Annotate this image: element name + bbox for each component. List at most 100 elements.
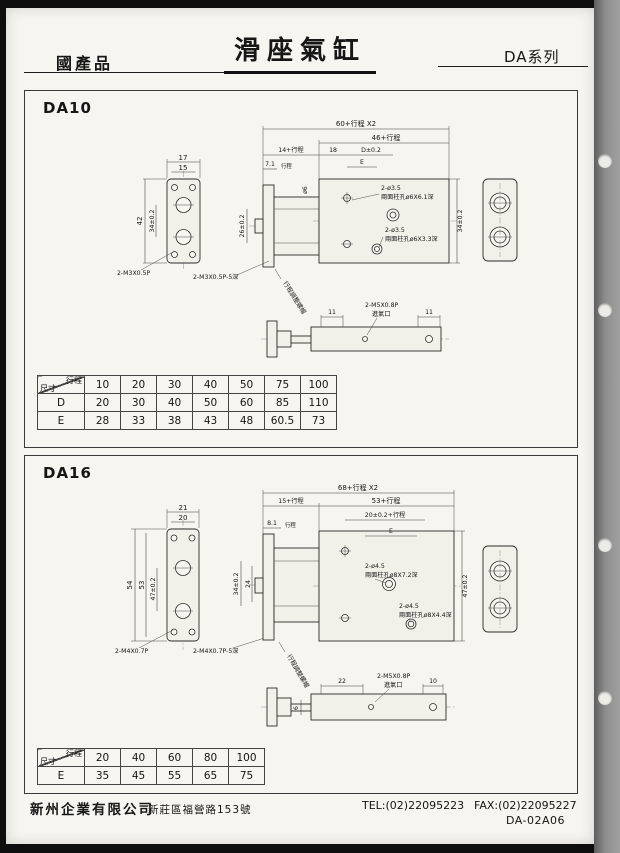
scan-edge-strip (594, 0, 620, 853)
table-header-cell: 20 (84, 748, 121, 767)
thread-depth-callout: 2-M4X0.7P-5深 (193, 647, 238, 655)
dimension-label: 34±0.2 (149, 209, 156, 232)
fax-number: FAX:(02)22095227 (474, 799, 577, 812)
dimension-label: 14+行程 (278, 146, 303, 154)
da10-dimension-table: 行程 尺寸 10 20 30 40 50 75 100 D 20 30 40 5… (37, 375, 337, 430)
dimension-label: 11 (425, 309, 433, 316)
product-origin-label: 國產品 (56, 54, 114, 73)
hole-callout: 兩面柱孔ø6X6.1深 (381, 193, 434, 201)
corner-size-label: 尺寸 (40, 757, 56, 766)
section-da10: DA10 17 15 (24, 90, 578, 448)
table-cell: 33 (120, 411, 157, 430)
dimension-label: 47±0.2 (150, 577, 157, 600)
dimension-label: 20±0.2+行程 (365, 511, 405, 519)
table-header-cell: 10 (84, 375, 121, 394)
punch-hole (598, 154, 612, 168)
rod-diameter-label: ø6 (302, 186, 309, 194)
dimension-label: 11 (328, 309, 336, 316)
table-cell: 65 (192, 766, 229, 785)
hole-callout: 2-ø3.5 (385, 227, 405, 234)
table-corner-cell: 行程 尺寸 (37, 748, 85, 767)
section-da16: DA16 21 20 (24, 455, 578, 794)
series-label: DA系列 (504, 48, 560, 66)
dimension-label: D±0.2 (361, 147, 381, 154)
table-header-cell: 20 (120, 375, 157, 394)
da16-front-view (166, 520, 200, 650)
dimension-label: 53+行程 (372, 496, 401, 505)
dimension-label: 34±0.2 (233, 572, 240, 595)
company-name: 新州企業有限公司 (30, 802, 154, 818)
dimension-label: 10 (429, 678, 437, 685)
air-port-callout: 2-M5X0.8P (377, 673, 411, 680)
hole-callout: 兩面柱孔ø8X4.4深 (399, 611, 452, 619)
table-header-row: 行程 尺寸 20 40 60 80 100 (37, 748, 265, 767)
table-header-cell: 100 (228, 748, 265, 767)
table-row: D 20 30 40 50 60 85 110 (37, 393, 337, 412)
catalog-page: 國產品 滑座氣缸 DA系列 DA10 (6, 8, 594, 844)
stroke-note-label: 行程 (281, 162, 292, 170)
table-header-cell: 30 (156, 375, 193, 394)
dimension-label: 68+行程 X2 (338, 483, 378, 492)
da10-side-view: 26±0.2 2-M3X0.5P-5深 行程調整螺帽 ø6 (193, 184, 325, 316)
table-cell: 60 (228, 393, 265, 412)
da16-side-view: 34±0.2 24 行程調整螺帽 (233, 533, 325, 689)
corner-stroke-label: 行程 (66, 376, 82, 385)
dimension-label: 7.1 (265, 161, 275, 168)
row-label-cell: E (37, 411, 85, 430)
stroke-adjuster-callout: 行程調整螺帽 (281, 280, 307, 316)
dimension-label: 18 (329, 147, 337, 154)
dimension-label: 53 (138, 581, 146, 590)
table-cell: 110 (300, 393, 337, 412)
air-port-callout: 2-M5X0.8P (365, 302, 399, 309)
table-header-cell: 75 (264, 375, 301, 394)
punch-hole (598, 691, 612, 705)
table-cell: 20 (84, 393, 121, 412)
table-corner-cell: 行程 尺寸 (37, 375, 85, 394)
dimension-label: 15 (179, 164, 188, 172)
table-cell: 85 (264, 393, 301, 412)
hole-callout: 2-ø3.5 (381, 185, 401, 192)
dimension-label: 17 (179, 154, 188, 162)
table-cell: 35 (84, 766, 121, 785)
dimension-label: E (360, 159, 364, 166)
document-code: DA-02A06 (506, 814, 566, 827)
dimension-label: 8.1 (267, 520, 277, 527)
da16-top-view: 2-ø4.5 兩面柱孔ø8X7.2深 2-ø4.5 兩面柱孔ø8X4.4深 (313, 530, 461, 642)
da16-section-title: DA16 (43, 464, 92, 482)
table-header-cell: 50 (228, 375, 265, 394)
table-row: E 28 33 38 43 48 60.5 73 (37, 411, 337, 430)
dimension-label: 6 (293, 706, 300, 710)
table-row: E 35 45 55 65 75 (37, 766, 265, 785)
da10-bottom-view: 11 11 2-M5X0.8P 進氣口 (261, 302, 449, 358)
da10-front-dimensions: 17 15 42 34±0.2 2-M3X0.5P (117, 154, 201, 277)
left-underline (24, 72, 232, 73)
da16-drawing: 21 20 54 53 47±0.2 2-M4X0.7P 2-M4X0.7P-5… (115, 483, 518, 727)
corner-stroke-label: 行程 (66, 749, 82, 758)
page-title: 滑座氣缸 (223, 30, 377, 74)
dimension-label: 26±0.2 (239, 214, 246, 237)
stroke-adjuster-callout: 行程調整螺帽 (285, 653, 310, 689)
da16-top-dimensions: 68+行程 X2 53+行程 15+行程 20±0.2+行程 8.1 行程 E … (262, 483, 469, 642)
dimension-label: 47±0.2 (462, 574, 469, 597)
da10-end-view (482, 178, 518, 262)
dimension-label: 24 (245, 580, 252, 588)
table-cell: 40 (156, 393, 193, 412)
stroke-note-label: 行程 (285, 521, 296, 529)
da10-drawing: 17 15 42 34±0.2 2-M3X0.5P (117, 119, 518, 358)
row-label-cell: E (37, 766, 85, 785)
punch-hole (598, 538, 612, 552)
thread-depth-callout: 2-M3X0.5P-5深 (193, 273, 238, 281)
table-cell: 28 (84, 411, 121, 430)
corner-size-label: 尺寸 (40, 384, 56, 393)
air-port-callout: 進氣口 (372, 310, 391, 318)
da10-top-view: 2-ø3.5 兩面柱孔ø6X6.1深 2-ø3.5 兩面柱孔ø6X3.3深 (313, 178, 457, 264)
hole-callout: 2-ø4.5 (365, 563, 385, 570)
da16-end-view (482, 545, 518, 633)
dimension-label: 42 (136, 217, 144, 226)
dimension-label: 54 (126, 580, 134, 589)
table-header-cell: 40 (120, 748, 157, 767)
table-cell: 48 (228, 411, 265, 430)
phone-number: TEL:(02)22095223 (362, 799, 465, 812)
company-address: 新莊區福營路153號 (148, 804, 252, 816)
da16-dimension-table: 行程 尺寸 20 40 60 80 100 E 35 45 55 65 75 (37, 748, 265, 785)
